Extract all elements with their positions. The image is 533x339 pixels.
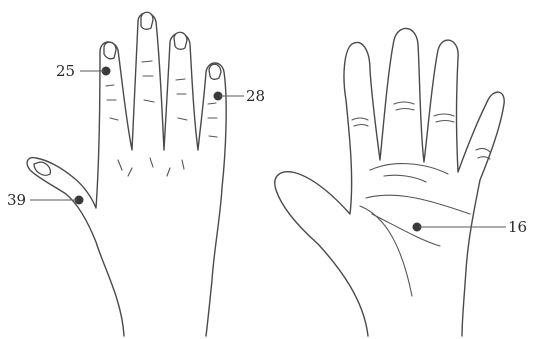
little-nail [209,64,221,79]
point-16-label: 16 [508,218,527,236]
point-28-label: 28 [246,87,265,105]
index-nail [104,42,116,59]
back-of-hand [27,12,226,336]
ring-nail [174,32,187,49]
point-39-label: 39 [7,191,26,209]
point-39: 39 [7,191,84,209]
knuckle-creases [106,61,217,176]
point-28: 28 [214,87,266,105]
middle-nail [141,12,153,29]
point-25-label: 25 [56,62,75,80]
thumb-nail [34,162,50,175]
point-25: 25 [56,62,111,80]
palm-outline [275,28,504,336]
palm-of-hand [275,28,504,336]
